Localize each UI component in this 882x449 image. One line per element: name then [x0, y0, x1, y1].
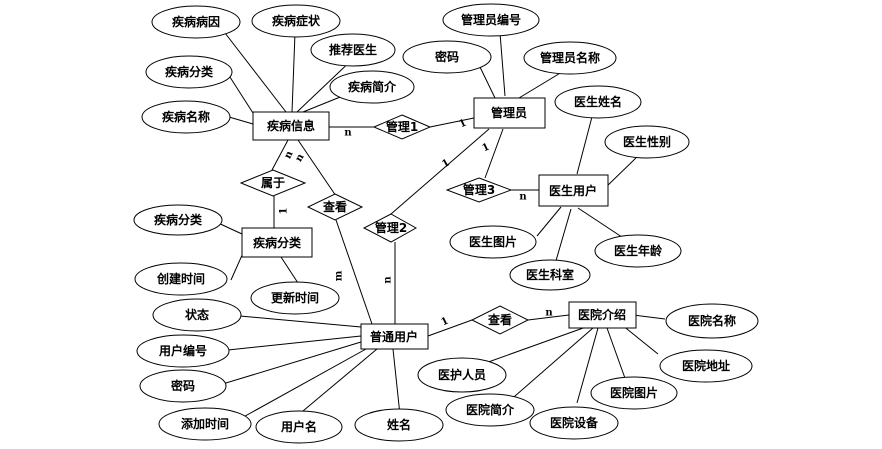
attr-doctor-dept: 医生科室 — [509, 259, 591, 291]
attr-user-password: 密码 — [139, 369, 227, 403]
relationship-view-disease: 查看 — [306, 193, 364, 221]
svg-text:管理员编号: 管理员编号 — [461, 12, 521, 27]
svg-text:管理3: 管理3 — [463, 182, 495, 197]
svg-text:添加时间: 添加时间 — [181, 416, 229, 431]
attr-hospital-address: 医院地址 — [659, 349, 753, 383]
attr-user-id: 用户编号 — [136, 334, 230, 368]
svg-text:普通用户: 普通用户 — [370, 329, 418, 344]
cardinality-belongs-disease: n — [282, 149, 295, 161]
svg-text:医院简介: 医院简介 — [466, 402, 515, 417]
attr-admin-id: 管理员编号 — [442, 3, 540, 37]
svg-text:疾病分类: 疾病分类 — [253, 235, 302, 250]
entity-admin: 管理员 — [473, 97, 546, 129]
cardinality-viewh-hospital: n — [545, 308, 553, 319]
attr-username: 用户名 — [255, 410, 343, 444]
attr-admin-password: 密码 — [402, 40, 492, 74]
cardinality-m1-disease: n — [344, 128, 352, 139]
entity-disease-info: 疾病信息 — [252, 111, 330, 141]
attr-disease-name: 疾病名称 — [141, 100, 231, 134]
svg-text:疾病病因: 疾病病因 — [172, 14, 220, 29]
svg-text:医生年龄: 医生年龄 — [614, 243, 663, 258]
attr-category-name: 疾病分类 — [133, 204, 223, 236]
svg-text:疾病简介: 疾病简介 — [348, 79, 397, 94]
svg-text:查看: 查看 — [487, 312, 512, 327]
entity-disease-category: 疾病分类 — [241, 227, 313, 258]
svg-text:医生性别: 医生性别 — [623, 134, 671, 149]
svg-text:用户编号: 用户编号 — [158, 343, 207, 358]
svg-text:管理1: 管理1 — [386, 119, 418, 134]
svg-text:医院地址: 医院地址 — [682, 358, 730, 373]
relationship-view-hospital: 查看 — [470, 305, 530, 335]
relationship-manage1: 管理1 — [372, 114, 432, 140]
cardinality-view-user: m — [334, 270, 345, 281]
svg-text:医院名称: 医院名称 — [688, 313, 736, 328]
attr-hospital-equipment: 医院设备 — [529, 406, 619, 440]
attr-disease-cause: 疾病病因 — [151, 5, 241, 39]
attr-real-name: 姓名 — [354, 408, 444, 442]
svg-text:疾病分类: 疾病分类 — [165, 64, 214, 79]
cardinality-view-disease: n — [293, 151, 307, 163]
attr-disease-brief: 疾病简介 — [329, 70, 415, 104]
attr-doctor-age: 医生年龄 — [594, 234, 682, 268]
cardinality-m1-admin: 1 — [458, 118, 469, 131]
attr-added-time: 添加时间 — [158, 407, 252, 441]
svg-text:属于: 属于 — [261, 176, 285, 190]
relationship-manage2: 管理2 — [362, 213, 418, 243]
svg-text:疾病症状: 疾病症状 — [272, 13, 321, 28]
connector-lines — [215, 32, 666, 421]
entity-hospital-intro: 医院介绍 — [568, 301, 637, 329]
svg-text:密码: 密码 — [171, 378, 195, 393]
attr-user-status: 状态 — [152, 298, 242, 332]
entity-normal-user: 普通用户 — [360, 323, 429, 350]
entity-doctor-user: 医生用户 — [538, 174, 609, 207]
svg-text:医生姓名: 医生姓名 — [574, 94, 622, 109]
cardinality-belongs-category: 1 — [279, 208, 290, 215]
svg-text:医院介绍: 医院介绍 — [578, 307, 626, 322]
svg-text:管理2: 管理2 — [375, 220, 407, 235]
attr-disease-type: 疾病分类 — [145, 55, 233, 89]
relationship-manage3: 管理3 — [445, 177, 513, 203]
attr-created-time: 创建时间 — [134, 262, 228, 296]
attr-hospital-photo: 医院图片 — [590, 376, 678, 410]
svg-text:更新时间: 更新时间 — [271, 290, 319, 305]
cardinality-viewh-user: 1 — [440, 316, 451, 329]
svg-text:密码: 密码 — [435, 49, 459, 64]
svg-text:疾病分类: 疾病分类 — [154, 212, 203, 227]
svg-text:姓名: 姓名 — [387, 417, 411, 432]
svg-text:用户名: 用户名 — [280, 419, 317, 434]
attr-doctor-gender: 医生性别 — [604, 125, 690, 159]
attr-medical-staff: 医护人员 — [417, 357, 507, 393]
svg-text:创建时间: 创建时间 — [156, 271, 205, 286]
svg-text:医院图片: 医院图片 — [610, 385, 658, 400]
attr-disease-symptom: 疾病症状 — [251, 4, 341, 38]
svg-text:疾病信息: 疾病信息 — [267, 118, 315, 133]
svg-text:推荐医生: 推荐医生 — [329, 42, 377, 57]
attr-doctor-name: 医生姓名 — [554, 85, 642, 119]
svg-text:状态: 状态 — [185, 307, 209, 322]
svg-text:医生科室: 医生科室 — [526, 267, 574, 282]
svg-text:医生用户: 医生用户 — [549, 183, 597, 198]
attr-hospital-name: 医院名称 — [665, 303, 759, 339]
attr-doctor-photo: 医生图片 — [449, 225, 537, 259]
cardinality-m2-admin: 1 — [440, 157, 452, 170]
cardinality-m3-admin: 1 — [481, 142, 492, 155]
attr-updated-time: 更新时间 — [250, 281, 340, 315]
svg-text:管理员名称: 管理员名称 — [540, 50, 600, 65]
svg-text:医生图片: 医生图片 — [469, 234, 517, 249]
attr-admin-name: 管理员名称 — [523, 41, 617, 75]
svg-text:医院设备: 医院设备 — [550, 415, 599, 430]
relationship-belongs-to: 属于 — [239, 169, 307, 197]
svg-text:管理员: 管理员 — [491, 105, 527, 120]
svg-text:疾病名称: 疾病名称 — [162, 109, 210, 124]
attr-hospital-brief: 医院简介 — [445, 393, 535, 427]
cardinality-m3-doctor: n — [519, 192, 527, 203]
svg-text:医护人员: 医护人员 — [438, 367, 486, 382]
attr-recommended-doctor: 推荐医生 — [310, 33, 396, 67]
cardinality-m2-user: n — [383, 276, 394, 284]
svg-text:查看: 查看 — [322, 199, 347, 214]
